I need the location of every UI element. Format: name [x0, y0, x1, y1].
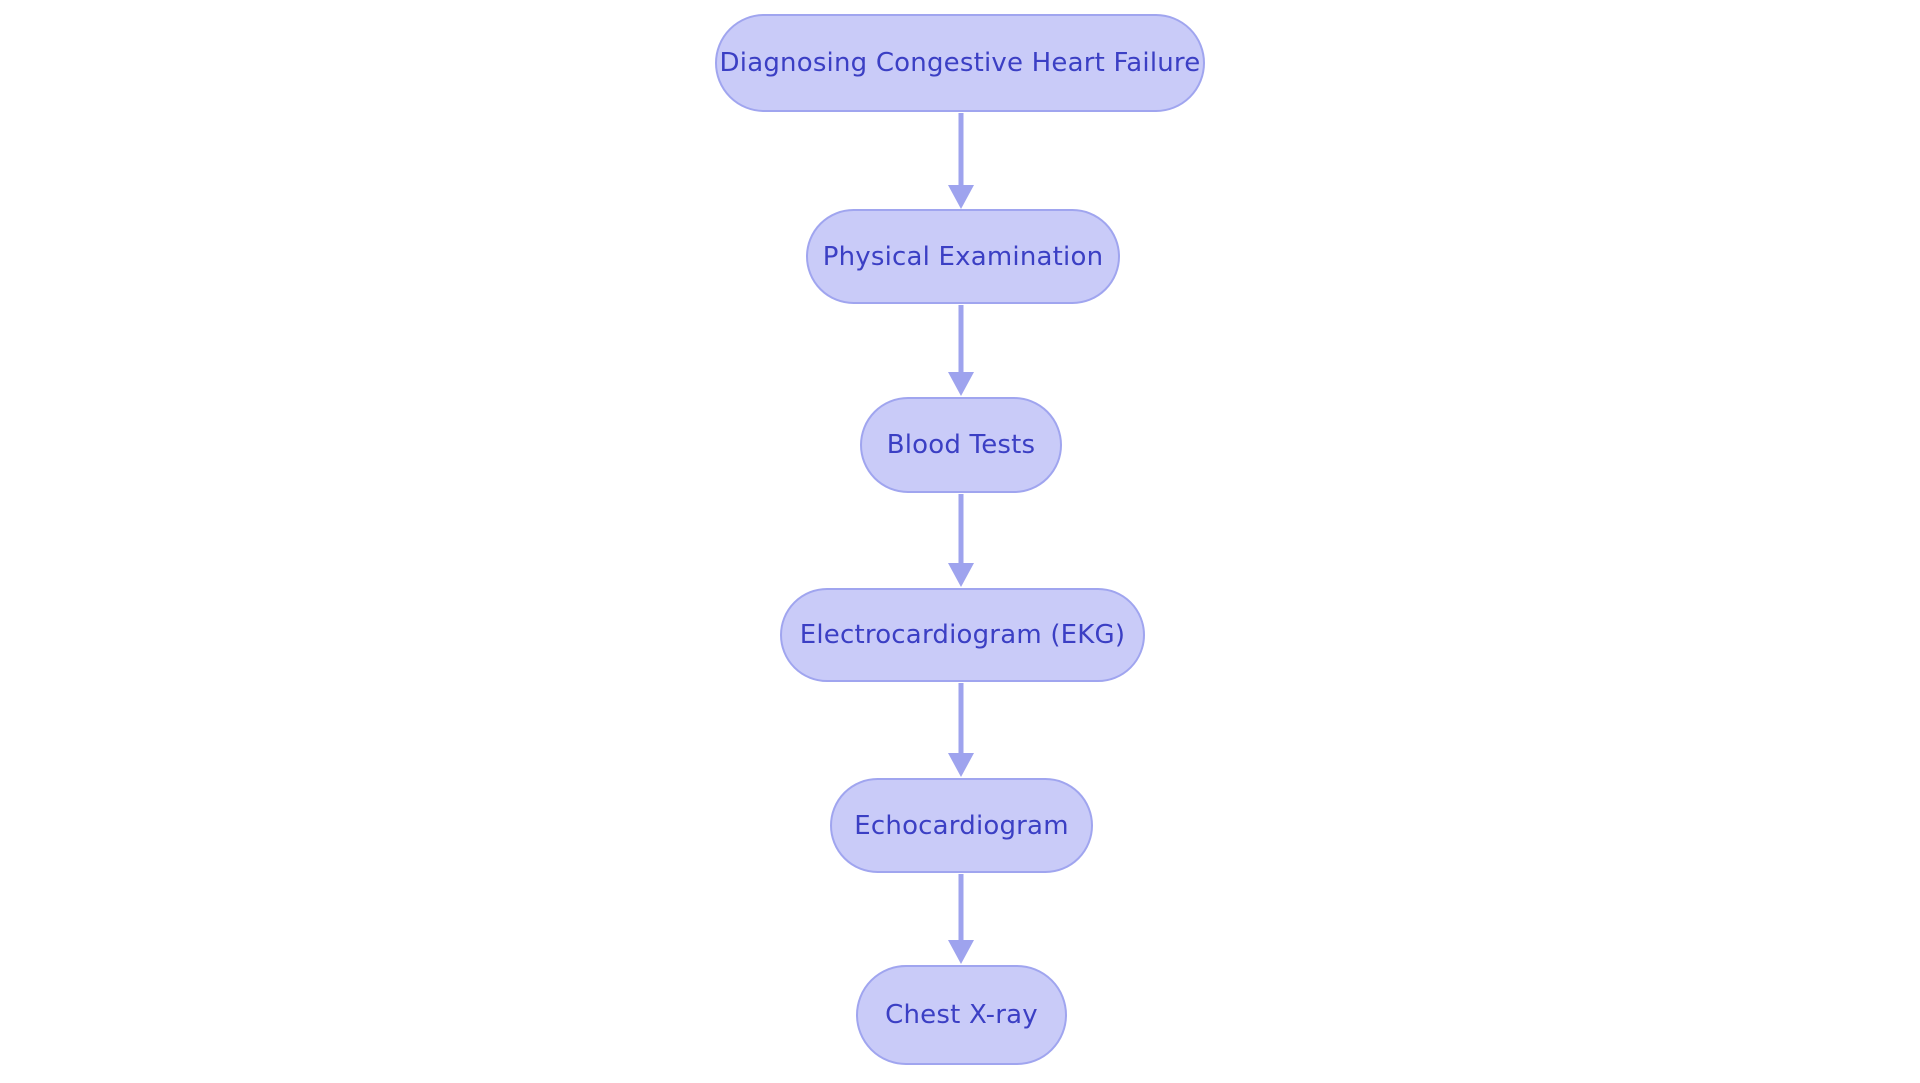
- flow-node-echocardiogram: Echocardiogram: [830, 778, 1093, 873]
- flow-node-diagnosing-congestive-heart-failure: Diagnosing Congestive Heart Failure: [715, 14, 1205, 112]
- arrowhead-icon: [948, 753, 974, 777]
- flow-node-blood-tests: Blood Tests: [860, 397, 1062, 493]
- flow-node-physical-examination: Physical Examination: [806, 209, 1120, 304]
- arrowhead-icon: [948, 185, 974, 209]
- arrowhead-icon: [948, 372, 974, 396]
- flow-arrow-5: [948, 874, 974, 964]
- flow-arrow-3: [948, 494, 974, 587]
- flow-arrow-2: [948, 305, 974, 396]
- arrowhead-icon: [948, 563, 974, 587]
- arrowhead-icon: [948, 940, 974, 964]
- flow-node-electrocardiogram-ekg: Electrocardiogram (EKG): [780, 588, 1145, 682]
- flow-arrow-4: [948, 683, 974, 777]
- flow-node-chest-x-ray: Chest X-ray: [856, 965, 1067, 1065]
- flow-arrow-1: [948, 113, 974, 209]
